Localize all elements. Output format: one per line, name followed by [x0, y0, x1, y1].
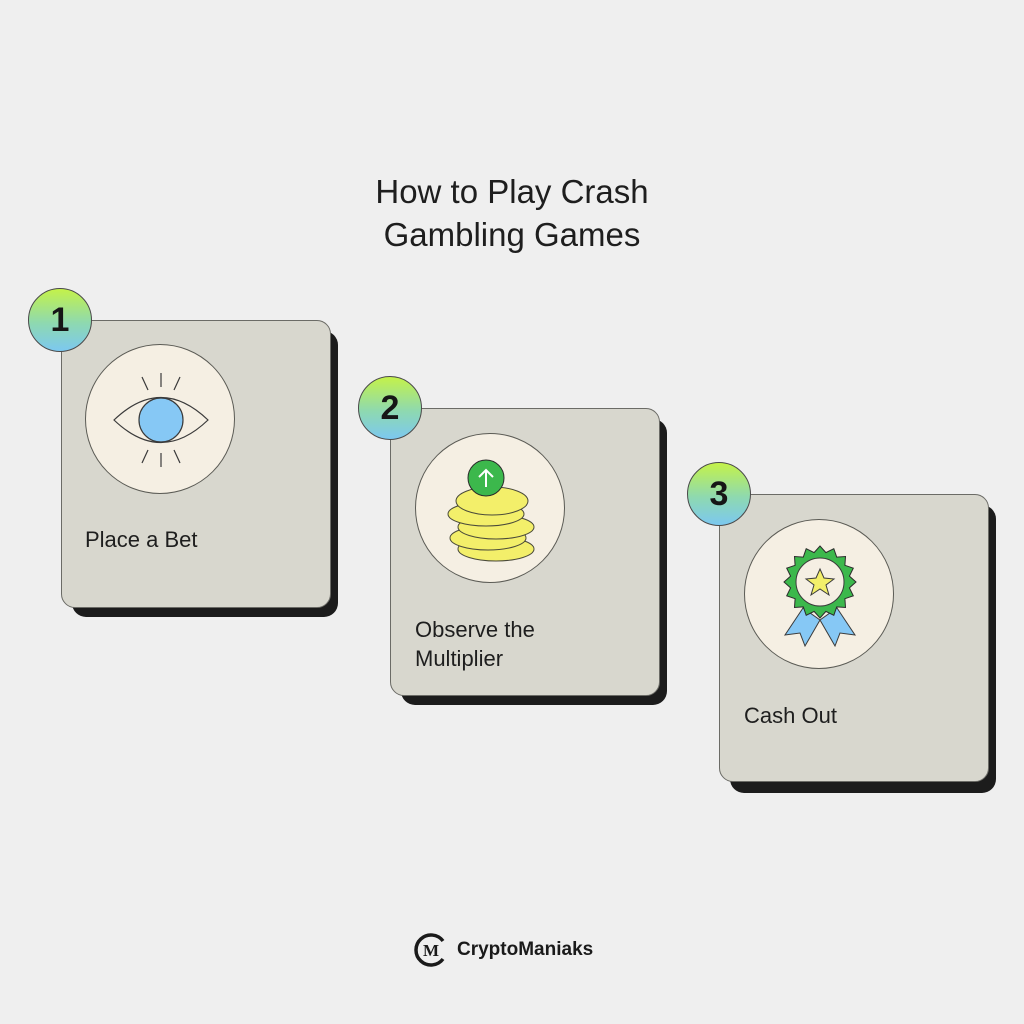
step-label-line-1: Observe the — [415, 617, 535, 642]
title-line-1: How to Play Crash — [375, 173, 649, 210]
step-label: Observe the Multiplier — [415, 615, 535, 673]
step-number-badge: 2 — [358, 376, 422, 440]
coin-stack-arrow-up-icon — [415, 433, 565, 583]
brand-logo: M CryptoManiaks — [413, 932, 593, 968]
award-badge-icon — [744, 519, 894, 669]
step-card-1: Place a Bet — [61, 320, 331, 608]
cryptomaniaks-logo-icon: M — [414, 933, 445, 967]
step-card-2: Observe the Multiplier — [390, 408, 660, 696]
step-label: Cash Out — [744, 703, 837, 728]
page-title: How to Play Crash Gambling Games — [0, 170, 1024, 256]
step-number-badge: 1 — [28, 288, 92, 352]
step-label-line-2: Multiplier — [415, 646, 504, 671]
svg-text:M: M — [423, 941, 439, 960]
eye-icon — [85, 344, 235, 494]
brand-name: CryptoManiaks — [457, 939, 594, 960]
step-number-badge: 3 — [687, 462, 751, 526]
step-label: Place a Bet — [85, 527, 198, 552]
title-line-2: Gambling Games — [383, 216, 641, 253]
step-card-3: Cash Out — [719, 494, 989, 782]
